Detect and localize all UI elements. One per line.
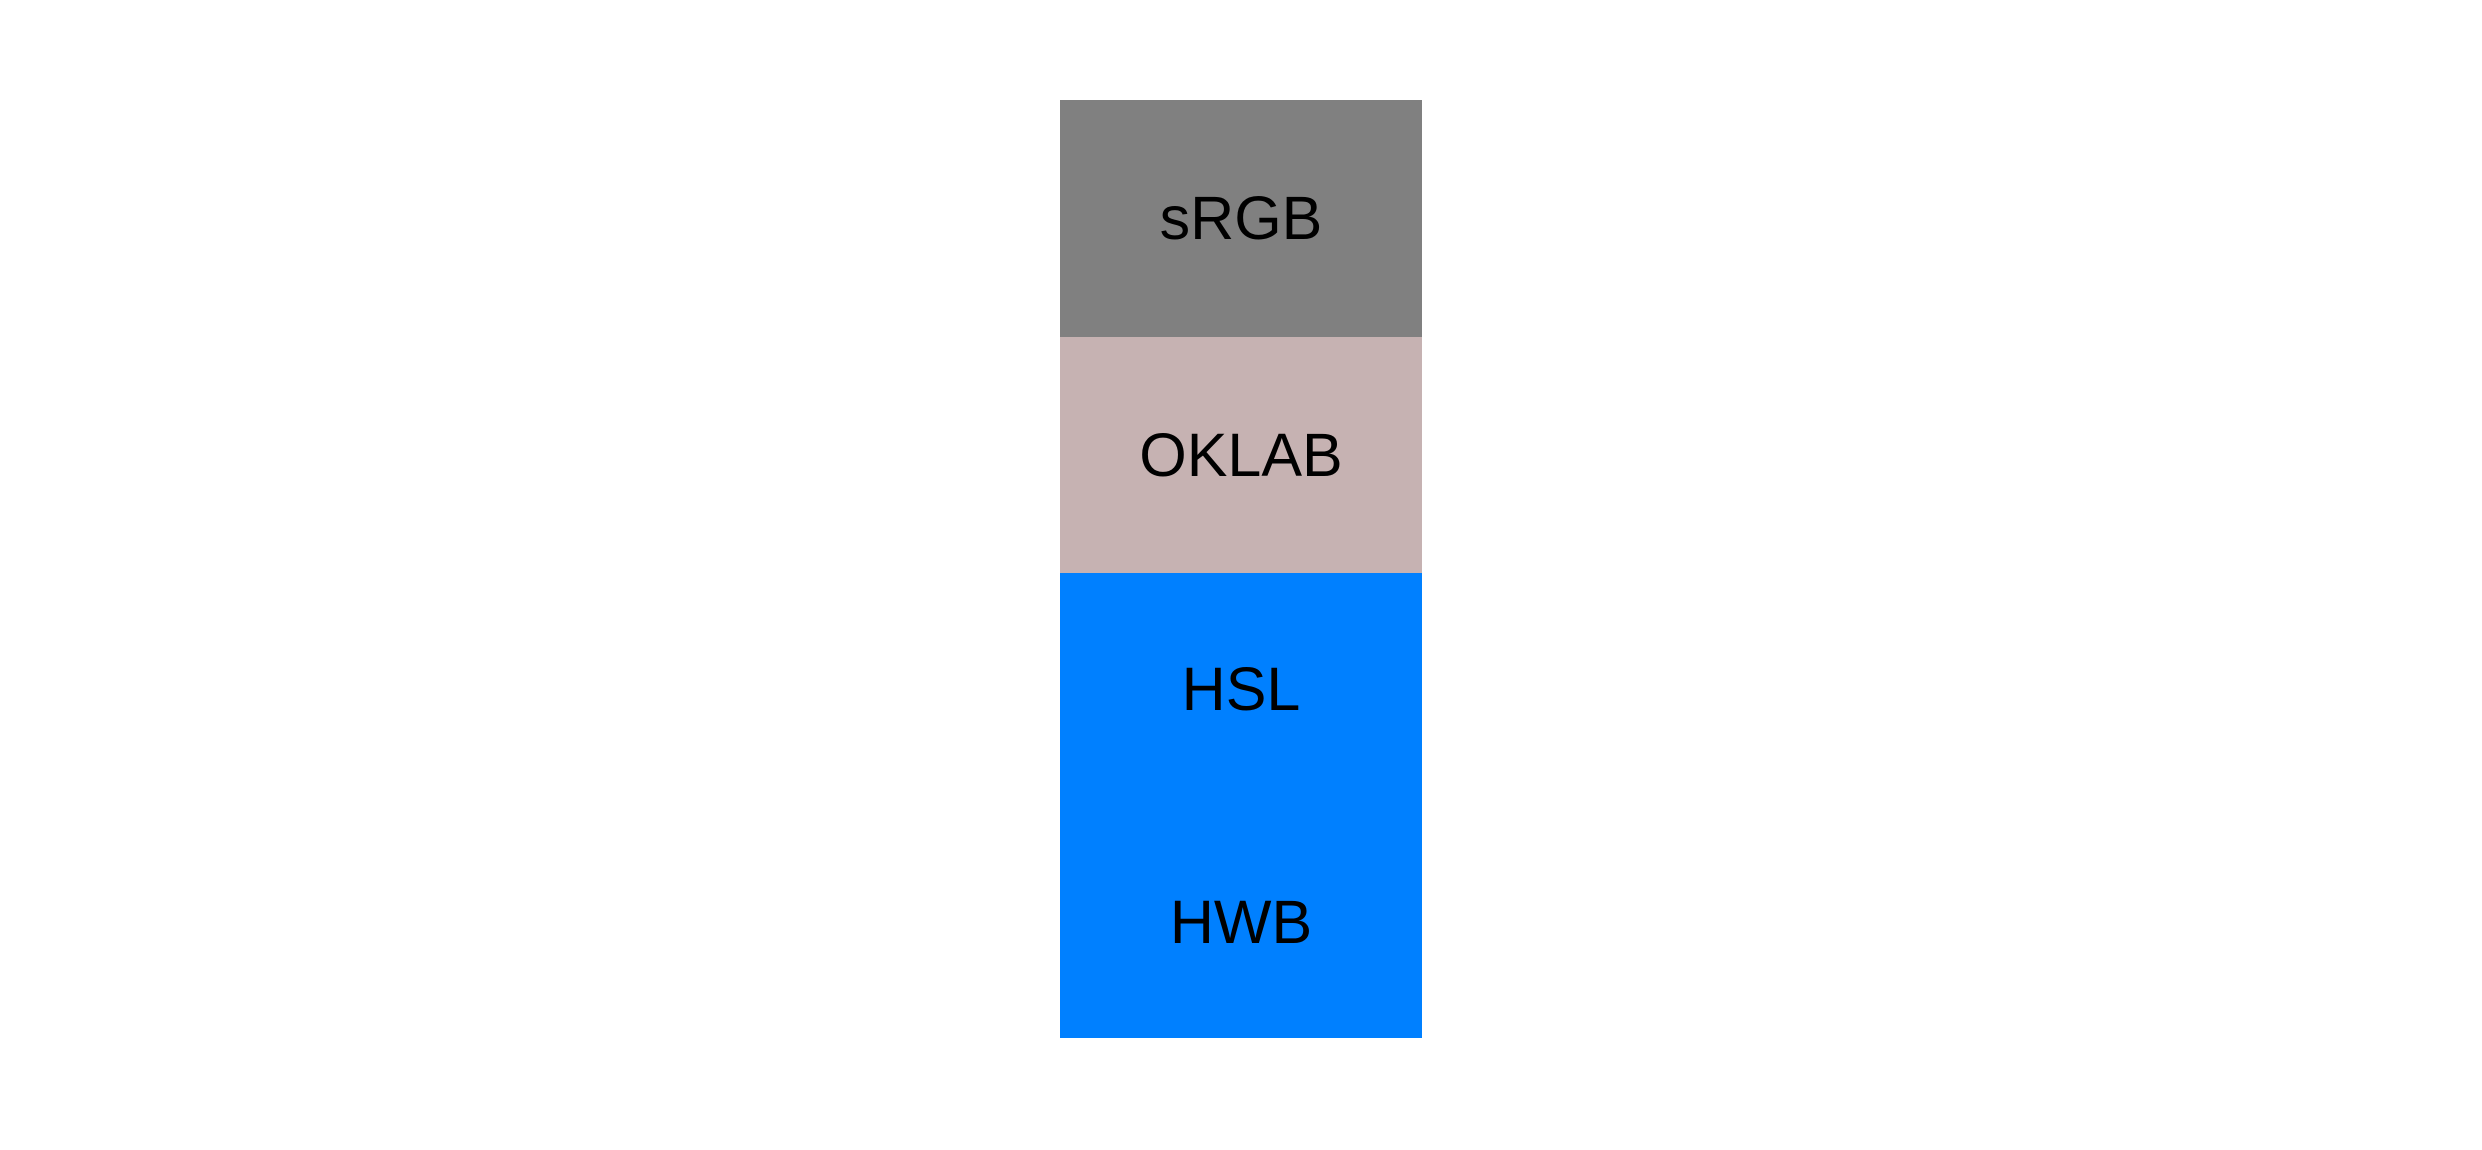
swatch-label-oklab: OKLAB [1139, 420, 1343, 489]
swatch-band-srgb[interactable]: sRGB [1060, 100, 1422, 337]
swatch-label-hsl: HSL [1181, 655, 1301, 723]
swatch-band-hsl[interactable]: HSL [1060, 573, 1422, 806]
swatch-label-hwb: HWB [1169, 887, 1313, 956]
color-space-swatch-stack: sRGB OKLAB HSL HWB [1060, 100, 1422, 1038]
swatch-band-hwb[interactable]: HWB [1060, 806, 1422, 1038]
swatch-band-oklab[interactable]: OKLAB [1060, 337, 1422, 573]
swatch-label-srgb: sRGB [1159, 184, 1323, 252]
